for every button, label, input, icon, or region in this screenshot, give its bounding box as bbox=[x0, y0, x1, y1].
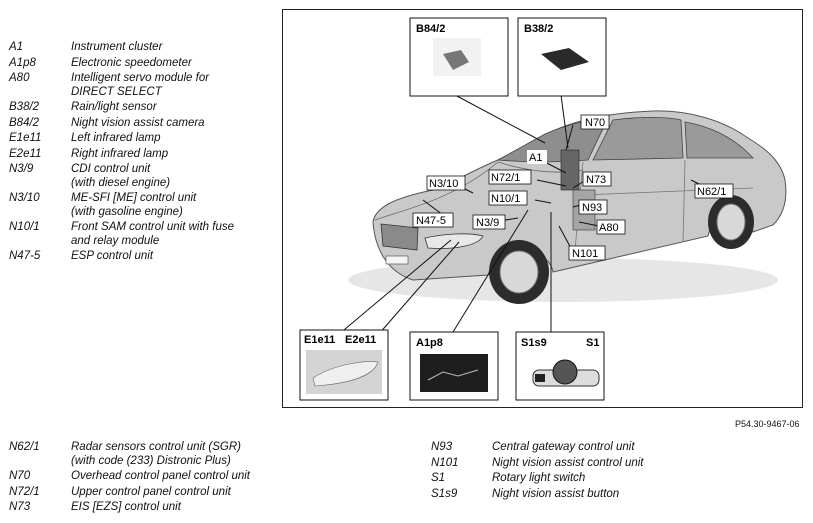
inset-e1e11-label: E1e11 bbox=[304, 334, 335, 346]
legend-description: Night vision assist button bbox=[492, 487, 620, 500]
callout-a1: A1 bbox=[529, 152, 542, 164]
legend-code: E1e11 bbox=[9, 132, 42, 144]
legend-description: Intelligent servo module for bbox=[71, 72, 210, 84]
legend-description: CDI control unit bbox=[71, 163, 151, 175]
legend-description-line2: and relay module bbox=[71, 234, 160, 247]
legend-description: Central gateway control unit bbox=[492, 441, 635, 453]
headlamp-icon bbox=[312, 361, 379, 387]
legend-description-line2: DIRECT SELECT bbox=[71, 85, 162, 98]
legend-code: A1p8 bbox=[9, 56, 36, 69]
night-view-road-icon bbox=[427, 369, 479, 381]
legend-code: A80 bbox=[9, 72, 30, 84]
inset-s1s9-label: S1s9 bbox=[521, 337, 547, 349]
legend-code: N72/1 bbox=[9, 485, 40, 498]
figure-reference: P54.30-9467-06 bbox=[735, 419, 800, 429]
legend-code: N10/1 bbox=[9, 221, 40, 233]
callouts: N70 A1 N72/1 N73 N3/10 N10/1 N93 N47-5 N… bbox=[412, 114, 734, 261]
dashboard-module bbox=[560, 149, 580, 191]
legend-code: N73 bbox=[9, 501, 31, 513]
legend-description: ME-SFI [ME] control unit bbox=[71, 192, 197, 204]
legend-description: Electronic speedometer bbox=[71, 56, 192, 69]
legend-code: N3/9 bbox=[9, 163, 34, 175]
component-location-figure: B84/2 B38/2 E1e11 E2e11 A1p8 S1s9 S1 N70… bbox=[282, 9, 803, 408]
callout-n72-1: N72/1 bbox=[491, 172, 520, 184]
car-headlamp bbox=[424, 233, 484, 249]
inset-b38-2-label: B38/2 bbox=[524, 23, 553, 35]
callout-n101: N101 bbox=[572, 248, 598, 260]
legend-code: N47-5 bbox=[9, 250, 41, 262]
legend-code: E2e11 bbox=[9, 147, 42, 160]
car-side-window-rear bbox=[684, 121, 754, 159]
inset-b84-2: B84/2 bbox=[409, 17, 509, 97]
front-rim bbox=[499, 250, 539, 294]
legend-description: Instrument cluster bbox=[71, 41, 163, 53]
leader-lines bbox=[337, 94, 708, 336]
legend-description: Upper control panel control unit bbox=[71, 485, 231, 498]
legend-description: Left infrared lamp bbox=[71, 132, 161, 144]
speedometer-display bbox=[420, 354, 488, 392]
camera-icon bbox=[443, 50, 469, 70]
car-side-window-front bbox=[592, 116, 684, 161]
legend-description-line2: (with code (233) Distronic Plus) bbox=[71, 454, 231, 467]
legend-code: N3/10 bbox=[9, 192, 40, 204]
legend-description: Rotary light switch bbox=[492, 472, 586, 484]
callout-n47-5: N47-5 bbox=[416, 215, 446, 227]
legend-description: Rain/light sensor bbox=[71, 101, 157, 113]
car-grille bbox=[380, 223, 419, 251]
legend-description-line2: (with diesel engine) bbox=[71, 176, 171, 189]
legend-bottom-left: N62/1 Radar sensors control unit (SGR)(wi… bbox=[9, 440, 409, 520]
inset-b84-2-label: B84/2 bbox=[416, 23, 445, 35]
legend-description: Overhead control panel control unit bbox=[71, 470, 250, 482]
legend-description: Radar sensors control unit (SGR) bbox=[71, 441, 242, 453]
callout-a80: A80 bbox=[599, 222, 619, 234]
legend-description: ESP control unit bbox=[71, 250, 154, 262]
inset-e1e11-e2e11: E1e11 E2e11 bbox=[299, 329, 389, 401]
legend-code: N93 bbox=[431, 441, 453, 453]
callout-n73: N73 bbox=[586, 174, 606, 186]
rotary-light-switch-icon bbox=[552, 359, 578, 385]
rear-rim bbox=[716, 203, 746, 241]
legend-description: Night vision assist control unit bbox=[492, 456, 644, 469]
legend-code: N62/1 bbox=[9, 441, 40, 453]
legend-description: Front SAM control unit with fuse bbox=[71, 221, 234, 233]
legend-code: B38/2 bbox=[9, 101, 40, 113]
inset-b38-2: B38/2 bbox=[517, 17, 607, 97]
inset-e2e11-label: E2e11 bbox=[345, 334, 376, 346]
callout-n3-10: N3/10 bbox=[429, 178, 458, 190]
callout-n93: N93 bbox=[582, 202, 602, 214]
legend-code: B84/2 bbox=[9, 116, 40, 129]
legend-code: S1s9 bbox=[431, 487, 458, 500]
night-vision-button-icon bbox=[535, 374, 545, 382]
legend-description: Right infrared lamp bbox=[71, 147, 169, 160]
callout-n10-1: N10/1 bbox=[491, 193, 520, 205]
rain-light-sensor-icon bbox=[541, 48, 589, 70]
license-plate bbox=[385, 255, 409, 265]
inset-a1p8: A1p8 bbox=[409, 331, 499, 401]
inset-s1-label: S1 bbox=[586, 337, 599, 349]
inset-s1s9-s1: S1s9 S1 bbox=[515, 331, 605, 401]
legend-description-line2: (with gasoline engine) bbox=[71, 205, 183, 218]
car-hood bbox=[374, 161, 584, 221]
car-diagram: B84/2 B38/2 E1e11 E2e11 A1p8 S1s9 S1 N70… bbox=[299, 17, 787, 401]
legend-description: Night vision assist camera bbox=[71, 116, 205, 129]
callout-n62-1: N62/1 bbox=[697, 186, 726, 198]
legend-code: N70 bbox=[9, 470, 31, 482]
inset-a1p8-label: A1p8 bbox=[416, 337, 443, 349]
callout-n3-9: N3/9 bbox=[476, 217, 499, 229]
legend-code: N101 bbox=[431, 456, 459, 469]
legend-code: S1 bbox=[431, 472, 446, 484]
callout-n70: N70 bbox=[585, 117, 605, 129]
legend-code: A1 bbox=[9, 41, 24, 53]
legend-description: EIS [EZS] control unit bbox=[71, 501, 181, 513]
